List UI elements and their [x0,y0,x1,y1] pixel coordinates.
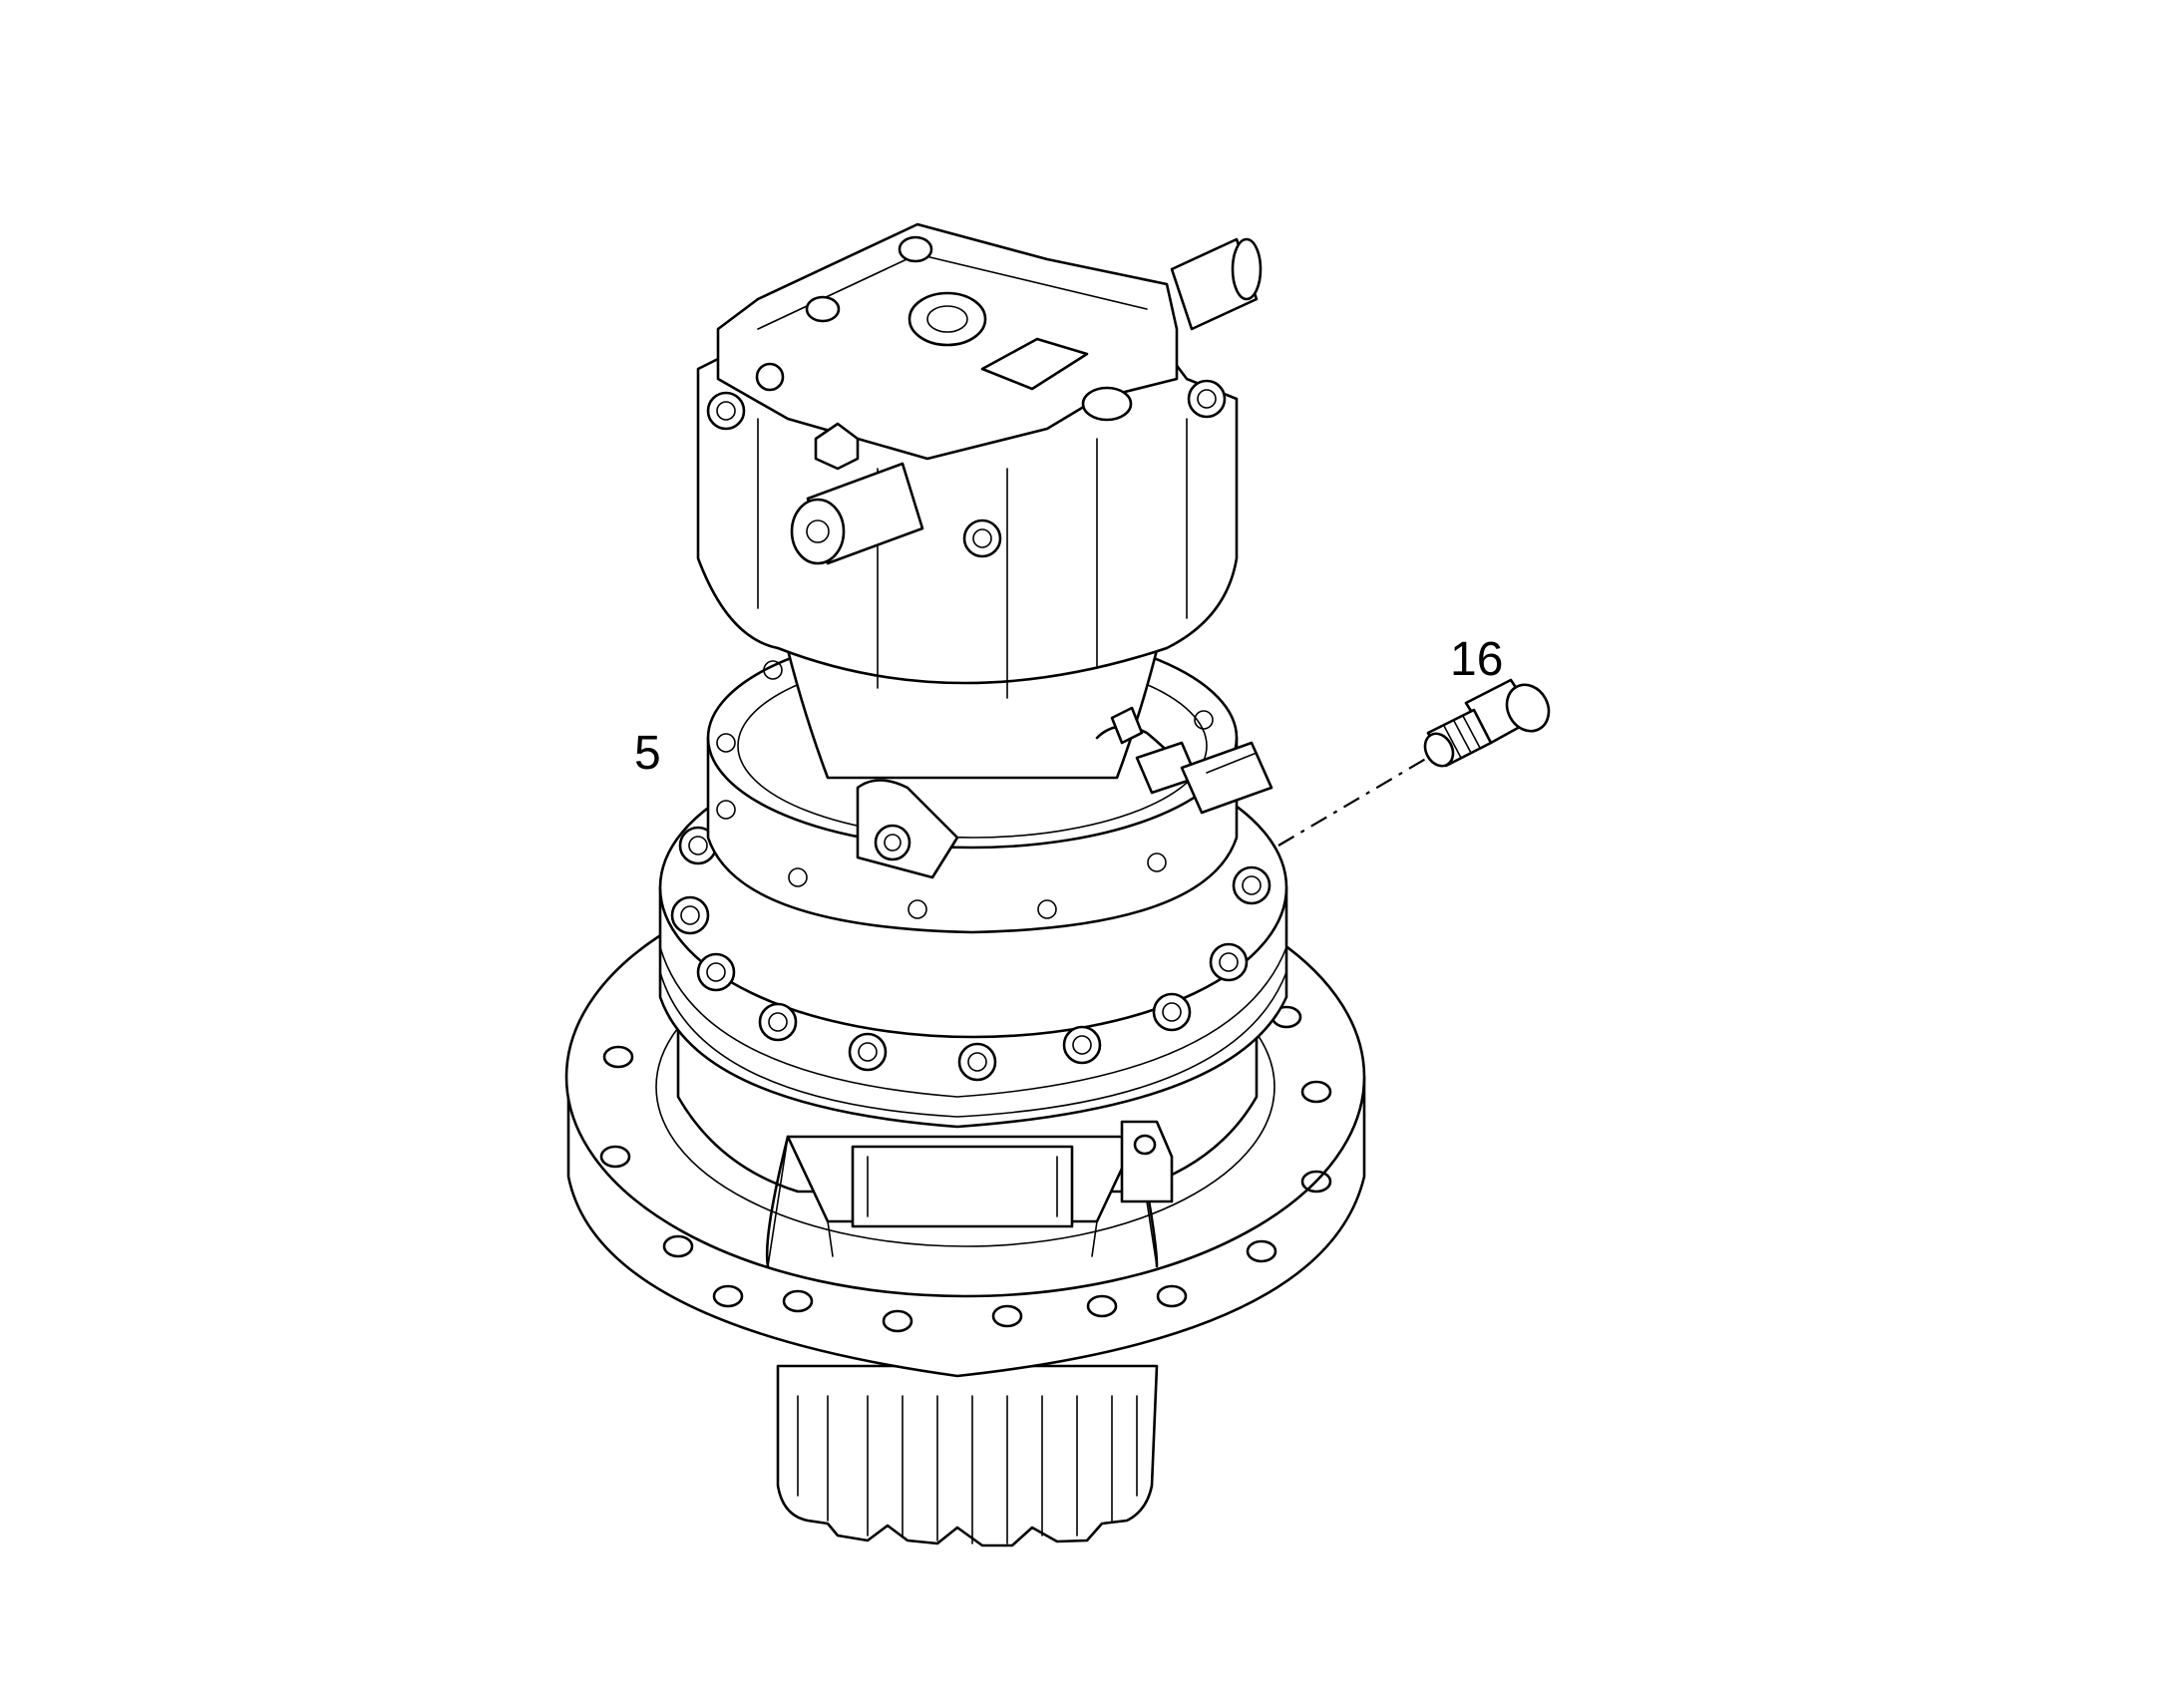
leader-line-16 [1277,749,1442,847]
plug-part [1423,678,1551,768]
callout-label-5: 5 [634,727,661,780]
flange-bolt-holes [599,1005,1332,1333]
sensor-connector [1095,706,1273,815]
hydraulic-motor [696,222,1263,699]
ring-bolts [670,826,1272,1082]
callout-label-16: 16 [1450,633,1504,686]
pinion-gear [776,1364,1159,1547]
